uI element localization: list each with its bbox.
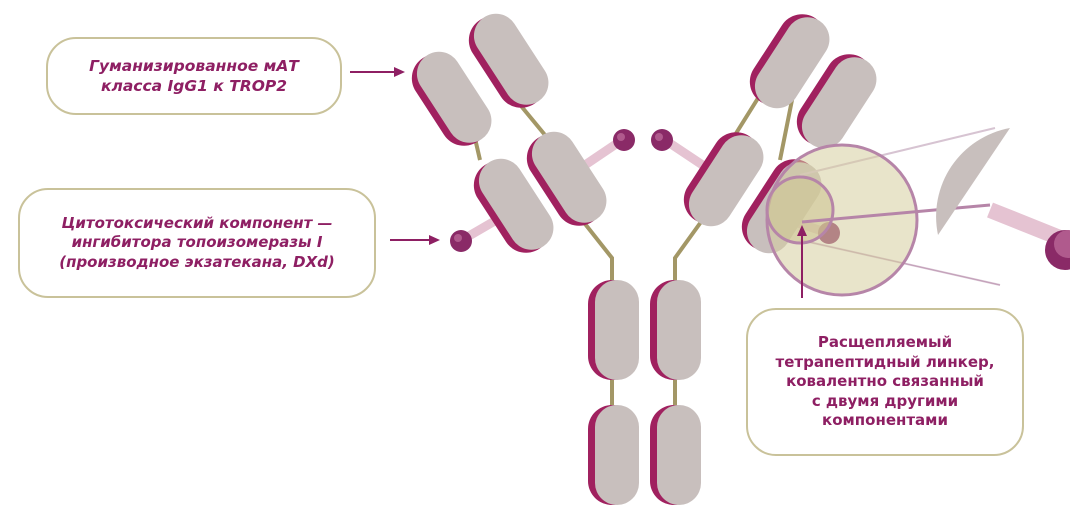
- payload-label-line: (производное экзатекана, DXd): [59, 253, 335, 273]
- mab-label-line: Гуманизированное мАТ: [89, 56, 299, 76]
- linker-label-box: Расщепляемый тетрапептидный линкер, кова…: [746, 308, 1024, 456]
- zoom-callout: [767, 128, 1070, 295]
- linker-label-line: Расщепляемый: [818, 333, 952, 353]
- mab-label-box: Гуманизированное мАТ класса IgG1 к TROP2: [46, 37, 342, 115]
- linker-label-line: с двумя другими: [812, 392, 958, 412]
- fc-region: [588, 280, 701, 505]
- payload-label-line: Цитотоксический компонент —: [61, 214, 332, 234]
- linker-label-line: компонентами: [822, 411, 948, 431]
- payload-label-line: ингибитора топоизомеразы I: [72, 233, 323, 253]
- payload-label-box: Цитотоксический компонент — ингибитора т…: [18, 188, 376, 298]
- linker-label-line: тетрапептидный линкер,: [776, 353, 995, 373]
- mab-label-line: класса IgG1 к TROP2: [101, 76, 287, 96]
- left-fab: [403, 5, 615, 262]
- linker-label-line: ковалентно связанный: [786, 372, 984, 392]
